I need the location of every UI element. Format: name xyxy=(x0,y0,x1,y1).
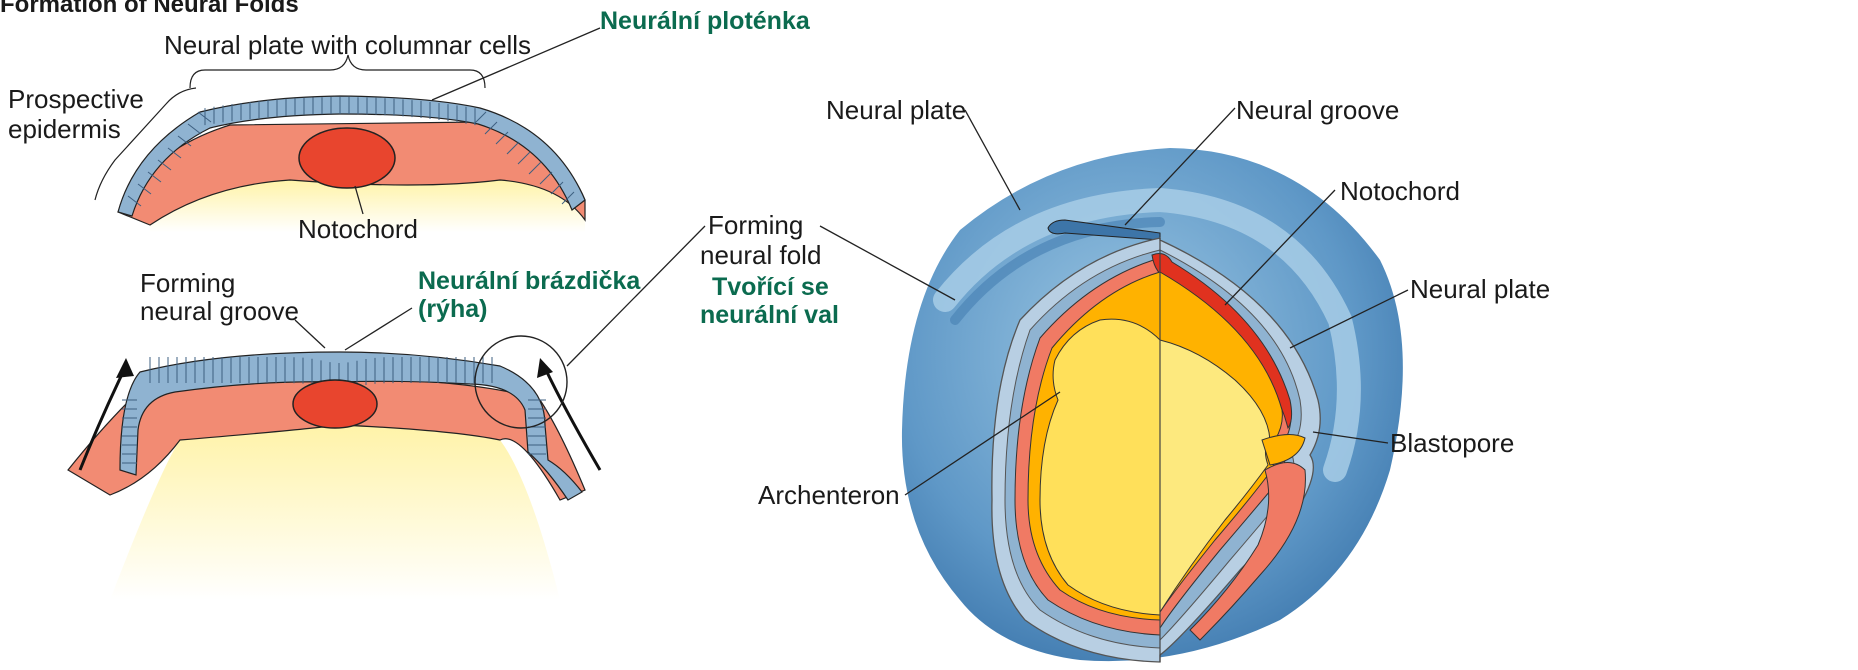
label-cz-neuralni-plotenka: Neurální ploténka xyxy=(600,6,810,36)
label-prospective: Prospective xyxy=(8,84,144,114)
neural-plate-leader-left xyxy=(965,110,1020,210)
label-cz-brazdicka-2: (rýha) xyxy=(418,294,487,324)
label-blastopore: Blastopore xyxy=(1390,428,1514,458)
forming-fold-leader-right xyxy=(820,226,955,300)
label-forming-groove-1: Forming xyxy=(140,268,235,298)
archenteron-cavity xyxy=(1040,319,1160,615)
label-cz-brazdicka-1: Neurální brázdička xyxy=(418,266,640,296)
right-arrow-head xyxy=(537,358,553,378)
label-cz-tvorici-2: neurální val xyxy=(700,300,839,330)
left-arrow-head xyxy=(116,358,134,378)
embryo-3d-view xyxy=(820,108,1408,662)
fold-leader xyxy=(567,226,705,366)
label-notochord-right: Notochord xyxy=(1340,176,1460,206)
label-forming-fold-2: neural fold xyxy=(700,240,821,270)
brazdicka-leader xyxy=(345,308,412,350)
label-cz-tvorici-1: Tvořící se xyxy=(712,272,829,302)
label-archenteron: Archenteron xyxy=(758,480,900,510)
label-epidermis: epidermis xyxy=(8,114,121,144)
label-notochord-top: Notochord xyxy=(298,214,418,244)
label-neural-plate-right: Neural plate xyxy=(1410,274,1550,304)
top-notochord xyxy=(299,128,395,188)
label-neural-plate-columnar: Neural plate with columnar cells xyxy=(164,30,531,60)
bottom-notochord xyxy=(293,380,377,428)
label-forming-groove-2: neural groove xyxy=(140,296,299,326)
groove-leader xyxy=(295,320,325,348)
diagram-title: Formation of Neural Folds xyxy=(0,0,299,20)
label-neural-groove: Neural groove xyxy=(1236,95,1399,125)
label-neural-plate-left: Neural plate xyxy=(826,95,966,125)
bottom-yolk xyxy=(110,425,560,600)
label-forming-fold-1: Forming xyxy=(708,210,803,240)
